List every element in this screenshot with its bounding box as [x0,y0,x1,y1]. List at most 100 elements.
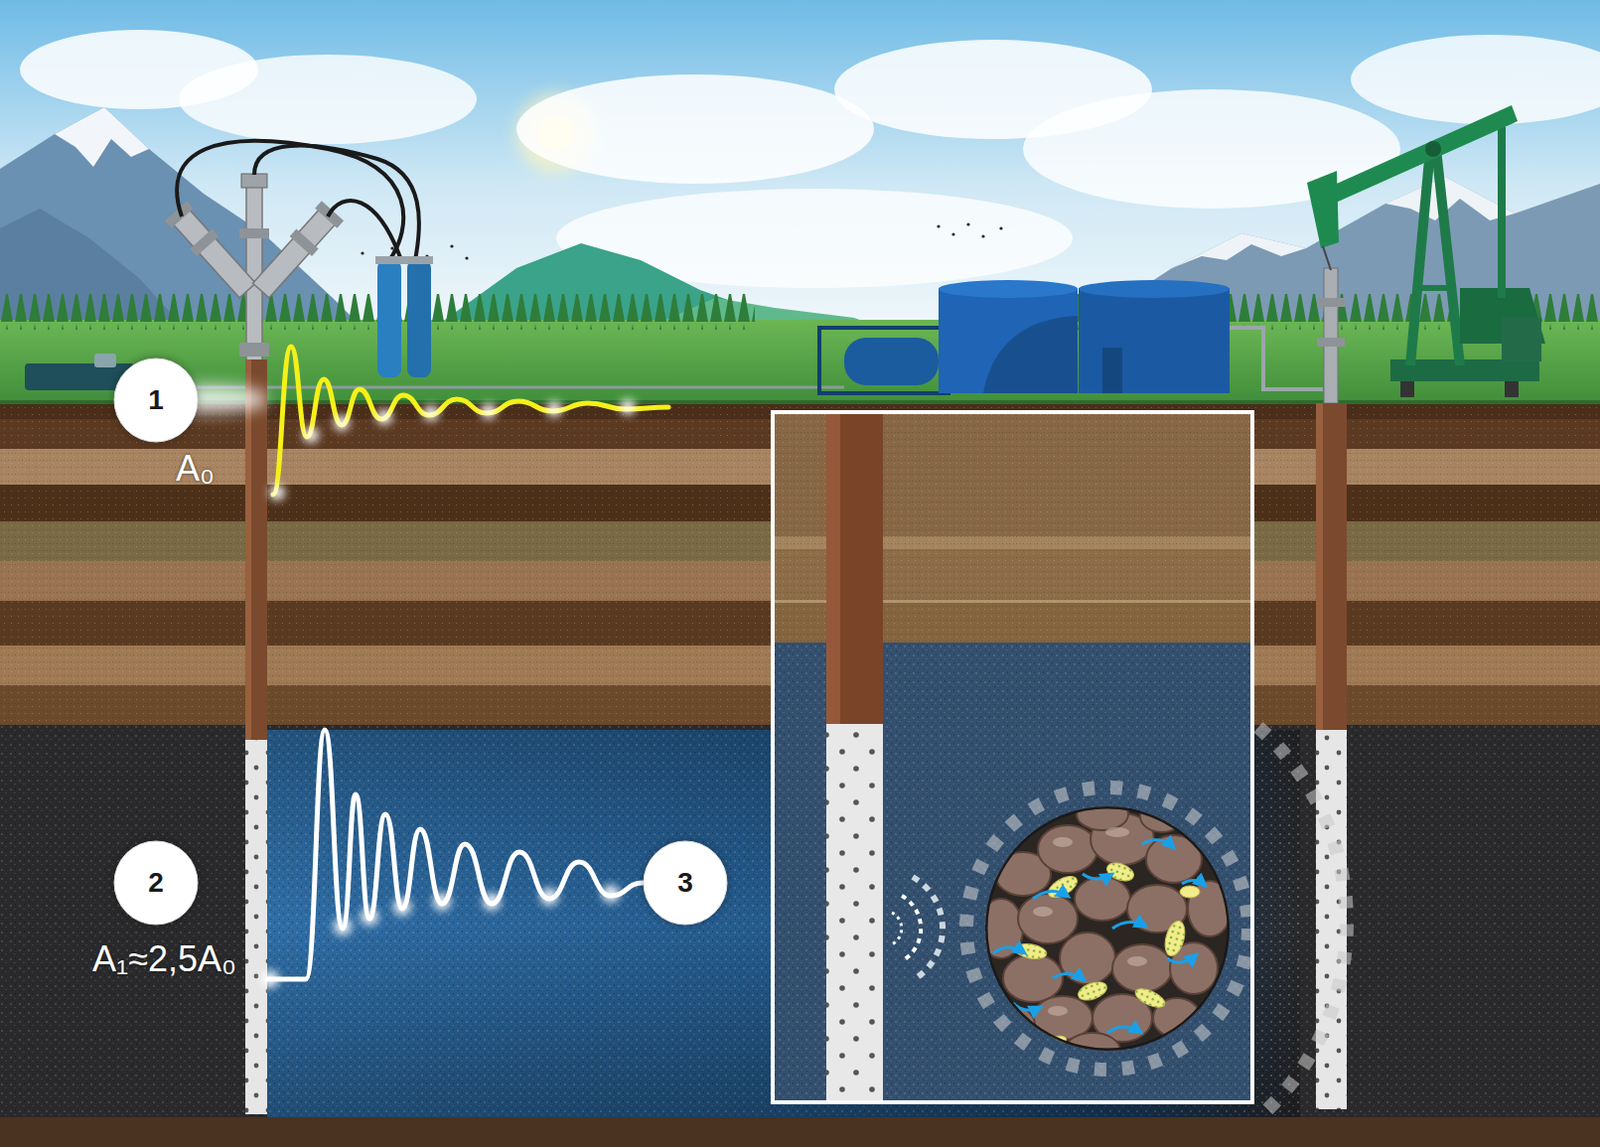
surface-pulse-part-part [333,415,350,432]
callout-circle: 2 [113,840,199,926]
inset-frame [772,412,1253,1103]
pore-detail-part-part [1052,837,1073,848]
left-well-part [245,739,268,1115]
pore-detail-part [1014,860,1188,1012]
amplitude-label: A₁≈2,5A₀ [92,939,237,980]
left-wellhead-part [241,173,268,188]
pore-detail-part-part [1179,885,1200,898]
amplitude-label: A₀ [175,448,215,489]
callout-content: 2 [113,840,199,926]
left-well-part [245,739,268,1115]
mountains [0,107,1600,333]
pore-detail-part-part [1076,798,1129,831]
surface-pulse-part-part [269,484,286,501]
right-wellhead-and-pumpjack-part [1436,148,1460,366]
right-well-part [1315,403,1323,730]
downhole-pulse-part-part [360,907,379,926]
downhole-pulse-part-part [433,892,451,911]
detail-inset-part [891,912,902,945]
pore-detail-part-part [1133,985,1168,1012]
storage-tanks-part [844,337,939,386]
right-wellhead-and-pumpjack-part [1497,127,1506,298]
storage-tanks-part [1078,288,1230,394]
left-well-part [245,359,268,740]
storage-tanks-part [938,288,1078,394]
pore-detail-part-part [1047,1006,1068,1017]
pore-detail-part-part [1107,1026,1142,1033]
pore-detail-part-part [1104,860,1137,885]
callout-content: 3 [642,840,728,926]
right-wellhead-and-pumpjack-part [1501,317,1542,362]
pore-detail-part-part [1127,956,1148,967]
downhole-pulse-part-part [540,887,559,906]
storage-tanks-part [983,315,1078,394]
storage-tanks [819,280,1230,394]
downhole-pulse-part-part [261,970,280,989]
pore-detail-part-part [1142,840,1174,849]
detail-inset-part [912,876,943,981]
pore-detail-part-part [1074,876,1131,921]
storage-tanks-part [1078,280,1230,298]
right-well-part [1315,403,1347,730]
surface-pulse-part [273,346,669,495]
detail-inset-part [826,412,841,725]
detail-inset-part [826,412,883,725]
right-wellhead-and-pumpjack-part [1400,381,1415,398]
left-wellhead-part [239,342,270,357]
pore-detail-part-part [993,947,1025,954]
sky-part [1350,34,1600,125]
right-wellhead-and-pumpjack-part [1316,297,1345,307]
right-well [1315,403,1347,1110]
reservoir-rock-part [0,1117,1600,1147]
pore-detail-part-part [1140,800,1184,833]
pore-detail-part-part [1032,906,1053,917]
right-wellhead-and-pumpjack-part [1322,246,1331,271]
surface-pulse-part-part [619,399,636,416]
pore-detail-part [979,798,1232,1069]
right-well-part [1315,729,1347,1110]
birds-part [999,226,1003,230]
left-wellhead-part-part [253,209,336,298]
callout-circle-fill [114,358,198,442]
sky-part [0,0,1600,338]
mountains-part [1385,176,1515,221]
surface-pulse-part [269,399,636,501]
pore-detail-part-part [1162,918,1189,958]
callout-circle: 1 [113,357,199,443]
right-well-part [1315,729,1347,1110]
surface-pulse-part-part [546,401,563,418]
pore-detail-part-part [1112,921,1147,929]
surface-piping-part [94,353,117,368]
left-wellhead-part [239,228,270,239]
birds [360,222,1003,262]
birds-part [390,246,394,250]
storage-tanks-part [819,327,949,394]
pore-detail-part [1032,827,1148,1017]
pore-detail-part-part [1018,893,1078,944]
detail-inset-part [901,895,921,962]
surface-piping-part [1229,327,1323,390]
pore-detail-part-part [1105,827,1130,838]
right-wellhead-and-pumpjack-part [1410,148,1431,366]
pore-detail-part-part [1064,1032,1121,1069]
downhole-pulse-part-part [333,917,352,936]
left-wellhead-part-part [290,229,319,258]
pore-detail-part [985,806,1230,1051]
right-wellhead-and-pumpjack [1307,105,1546,404]
birds-part [981,234,985,238]
callout-number: 2 [147,869,164,897]
left-wellhead-part-part [172,209,256,298]
sky-part [516,74,874,184]
left-wellhead-part [164,200,260,300]
storage-tanks-part [938,280,1078,298]
surface-pulse [148,346,669,501]
pore-detail-part-part [1075,978,1110,1004]
surface-pulse-part-part [480,403,497,420]
left-wellhead-part-part [189,229,219,258]
mountains-part [54,107,149,167]
right-wellhead-and-pumpjack-part [1316,337,1345,347]
detail-inset-part [826,724,883,1103]
storage-tanks-part [1102,347,1123,394]
detail-inset [772,412,1253,1103]
